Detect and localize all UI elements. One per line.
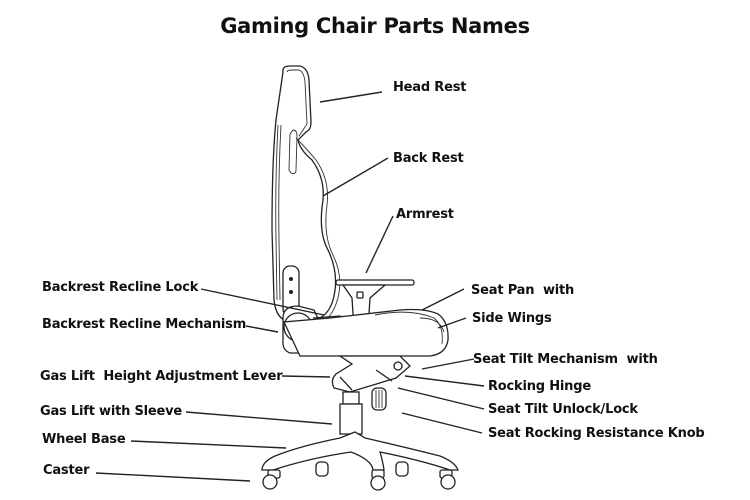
leader-seat-tilt	[421, 358, 475, 370]
gas-lift	[339, 391, 363, 435]
leader-rocking-hinge	[404, 375, 485, 387]
diagram-title: Gaming Chair Parts Names	[220, 14, 530, 38]
casters	[262, 461, 456, 491]
leader-recline-mechanism	[245, 325, 279, 333]
label-back-rest: Back Rest	[393, 151, 464, 166]
leader-armrest	[365, 215, 394, 274]
label-backrest-recline-mechanism: Backrest Recline Mechanism	[42, 317, 247, 332]
label-gas-lift-lever: Gas Lift Height Adjustment Lever	[40, 369, 283, 384]
seat-pan	[283, 308, 449, 357]
tilt-mechanism	[331, 355, 411, 411]
label-rocking-hinge: Rocking Hinge	[488, 379, 591, 394]
leader-tilt-unlock	[397, 387, 485, 410]
label-wheel-base: Wheel Base	[42, 432, 126, 447]
leader-gas-sleeve	[185, 411, 333, 425]
leader-caster	[95, 472, 251, 482]
label-seat-pan: Seat Pan with	[471, 283, 575, 298]
wheel-base	[261, 431, 459, 471]
label-seat-tilt-mechanism: Seat Tilt Mechanism with	[473, 352, 658, 367]
leader-back-rest	[322, 157, 389, 197]
leader-wheel-base	[130, 440, 287, 449]
label-seat-tilt-unlock: Seat Tilt Unlock/Lock	[488, 402, 638, 417]
label-seat-rocking-knob: Seat Rocking Resistance Knob	[488, 426, 705, 441]
leader-gas-lever	[281, 375, 331, 378]
leader-seat-pan	[421, 288, 465, 311]
label-side-wings: Side Wings	[472, 311, 552, 326]
leader-lines	[95, 91, 485, 482]
leader-rocking-knob	[401, 412, 483, 434]
leader-recline-lock	[200, 288, 325, 316]
leader-head-rest	[319, 91, 383, 103]
label-armrest: Armrest	[396, 207, 454, 222]
label-backrest-recline-lock: Backrest Recline Lock	[42, 280, 199, 295]
leader-side-wings	[437, 317, 467, 329]
label-caster: Caster	[43, 463, 90, 478]
label-head-rest: Head Rest	[393, 80, 467, 95]
backrest-shell	[271, 65, 341, 327]
label-gas-lift-sleeve: Gas Lift with Sleeve	[40, 404, 183, 419]
